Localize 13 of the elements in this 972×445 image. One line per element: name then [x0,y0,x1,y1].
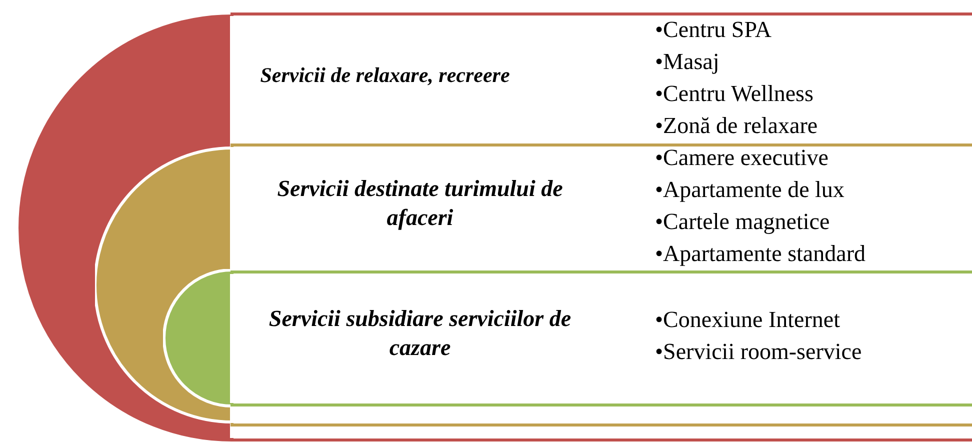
band-heading: Servicii destinate turimului de afaceri [276,175,564,232]
bullet-item: •Apartamente de lux [655,176,844,204]
bullet-item: •Camere executive [655,144,828,172]
bullet-item: •Centru SPA [655,16,772,44]
band-heading: Servicii de relaxare, recreere [259,62,511,88]
bullet-item: •Conexiune Internet [655,306,840,334]
bullet-item: •Centru Wellness [655,80,814,108]
bullet-item: •Zonă de relaxare [655,112,818,140]
bullet-item: •Masaj [655,48,720,76]
bullet-item: •Servicii room-service [655,338,862,366]
bullet-item: •Apartamente standard [655,240,866,268]
band-heading: Servicii subsidiare serviciilor de cazare [268,305,572,362]
bullet-item: •Cartele magnetice [655,208,830,236]
